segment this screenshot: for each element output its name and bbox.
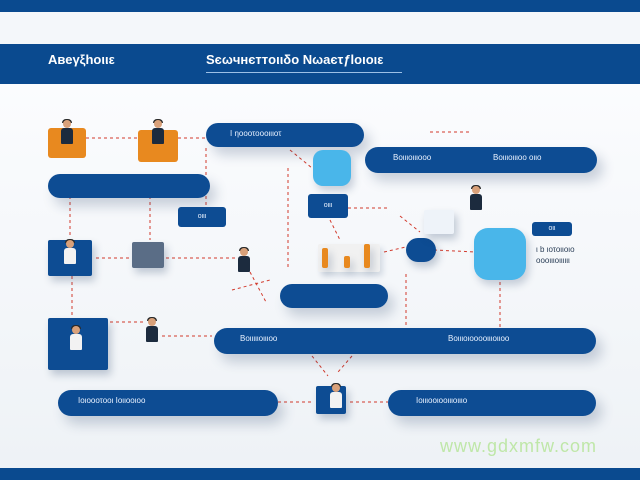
pill-bottom-left: Ιοιοοοτοοι Ιοιιοοιοο [58,390,278,416]
right-caption-line: οοοιιιοιιιιιι [536,256,570,265]
person-icon [61,119,73,146]
person-icon [146,317,158,344]
header-title-center: Sєωчнєттοιιδο Nωaєτƒlοιοιε [206,52,384,67]
right-caption: ι b ιοτοιιοιο οοοιιιοιιιιιι [536,244,575,266]
pill-label: Ιοιιιοοιοοιιιοιιιο [416,396,468,405]
chat-bubble-top [313,150,351,186]
chart-bar-icon [322,248,328,268]
pill-left-upper [48,174,210,198]
badge-left: οιιι [178,207,226,227]
pill-center-small [280,284,388,308]
header-band: Aвеγξhοιιε Sєωчнєттοιιδο Nωaєτƒlοιοιε [0,44,640,84]
document-icon [424,210,454,234]
person-icon [330,383,342,410]
right-caption-line: ι b ιοτοιιοιο [536,245,575,254]
person-icon [238,247,250,274]
chart-bar-icon [344,256,350,268]
monitor-icon [132,242,164,268]
pill-top-right: Βοιιιοιιιοοο Βοιιιοιιιοο οιιο [365,147,597,173]
pill-label: Βοιιιιιοιιιοο [240,334,278,343]
dark-node-icon [406,238,436,262]
bottom-bar [0,468,640,480]
person-icon [152,119,164,146]
badge-right: οιι [532,222,572,236]
header-title-underline [206,72,402,73]
pill-label: Βοιιιοιιιοοο [393,153,432,162]
person-icon [70,325,82,352]
chart-bar-icon [364,244,370,268]
top-bar [0,0,640,12]
pill-label: Ι ηοοοτοοοιιιοτ [230,129,282,138]
pill-middle-wide: Βοιιιιιοιιιοο Βοιιιοιοοοοιιιοιιοο [214,328,596,354]
watermark-text: www.gdxmfw.com [440,436,598,456]
person-icon [64,239,76,266]
pill-top-center: Ι ηοοοτοοοιιιοτ [206,123,364,147]
header-title-left: Aвеγξhοιιε [48,52,115,67]
chat-bubble-right [474,228,526,280]
pill-label: Βοιιιοιοοοοιιιοιιοο [448,334,510,343]
person-icon [470,185,482,212]
badge-center: οιιι [308,194,348,218]
pill-bottom-right: Ιοιιιοοιοοιιιοιιιο [388,390,596,416]
pill-label: Βοιιιοιιιοο οιιο [493,153,542,162]
pill-label: Ιοιοοοτοοι Ιοιιοοιοο [78,396,146,405]
